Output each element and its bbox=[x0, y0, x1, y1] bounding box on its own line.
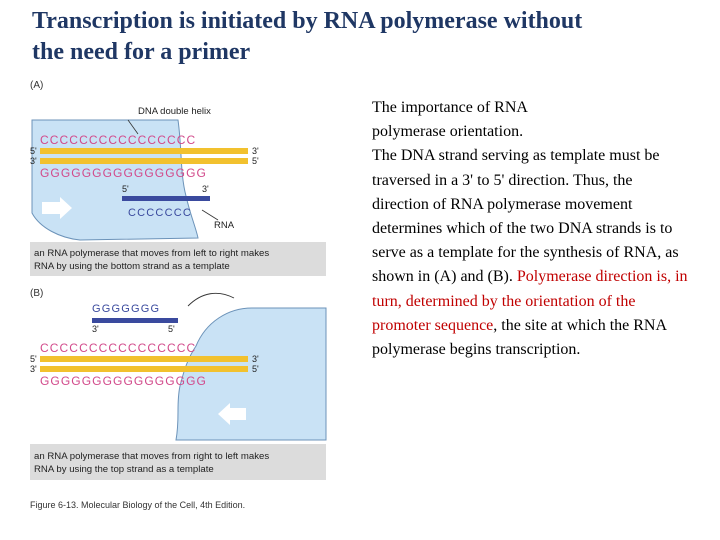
caption-b-line-1: an RNA polymerase that moves from right … bbox=[34, 451, 269, 462]
arrow-right-icon bbox=[42, 197, 72, 219]
title-line-1: Transcription is initiated by RNA polyme… bbox=[32, 8, 583, 34]
caption-a-line-1: an RNA polymerase that moves from left t… bbox=[34, 248, 269, 259]
prime-5-right-b: 5' bbox=[252, 364, 259, 374]
top-sequence-b: CCCCCCCCCCCCCCCC bbox=[40, 341, 196, 355]
panel-a-label: (A) bbox=[30, 80, 43, 91]
figure-diagram: (A) DNA double helix CCCCCCCCCCCCCCCC 5'… bbox=[30, 80, 327, 510]
paragraph-red-1: Polymerase direction is, in turn, determ… bbox=[372, 268, 688, 310]
top-strand-b bbox=[40, 356, 248, 362]
rna-pointer-b bbox=[187, 292, 235, 307]
rna-a-5prime: 5' bbox=[122, 184, 129, 194]
prime-3-right-a: 3' bbox=[252, 146, 259, 156]
promoter-sequence-term: promoter sequence bbox=[372, 316, 494, 334]
rna-strand-b bbox=[92, 318, 178, 323]
caption-b-line-2: RNA by using the top strand as a templat… bbox=[34, 464, 214, 475]
helix-label: DNA double helix bbox=[138, 106, 211, 117]
explanation-text: The importance of RNA polymerase orienta… bbox=[372, 96, 692, 362]
caption-b-box bbox=[30, 444, 326, 480]
heading-line-2: polymerase orientation. bbox=[372, 123, 524, 141]
rna-label-a: RNA bbox=[214, 220, 235, 231]
caption-a-line-2: RNA by using the bottom strand as a temp… bbox=[34, 261, 230, 272]
panel-b-label: (B) bbox=[30, 288, 43, 299]
rna-sequence-a: CCCCCCC bbox=[128, 207, 192, 219]
slide-title: Transcription is initiated by RNA polyme… bbox=[32, 6, 712, 68]
rna-b-3prime: 3' bbox=[92, 324, 99, 334]
bottom-sequence-b: GGGGGGGGGGGGGGGG bbox=[40, 374, 207, 388]
top-strand-a bbox=[40, 148, 248, 154]
bottom-strand-b bbox=[40, 366, 248, 372]
rna-strand-a bbox=[122, 196, 210, 201]
prime-3-left-b: 3' bbox=[30, 364, 37, 374]
paragraph-black: The DNA strand serving as template must … bbox=[372, 147, 679, 286]
prime-5-left-b: 5' bbox=[30, 354, 37, 364]
figure-credit: Figure 6-13. Molecular Biology of the Ce… bbox=[30, 500, 245, 510]
rna-pointer-a bbox=[201, 209, 219, 221]
heading-line-1: The importance of RNA bbox=[372, 99, 528, 116]
prime-3-left-a: 3' bbox=[30, 156, 37, 166]
top-sequence-a: CCCCCCCCCCCCCCCC bbox=[40, 133, 196, 147]
prime-5-right-a: 5' bbox=[252, 156, 259, 166]
arrow-left-icon bbox=[218, 403, 246, 425]
paragraph-end: , the site at which the RNA polymerase b… bbox=[372, 316, 667, 359]
transcription-figure: (A) DNA double helix CCCCCCCCCCCCCCCC 5'… bbox=[30, 78, 330, 518]
bottom-sequence-a: GGGGGGGGGGGGGGGG bbox=[40, 166, 207, 180]
title-line-2: the need for a primer bbox=[32, 39, 251, 65]
prime-3-right-b: 3' bbox=[252, 354, 259, 364]
helix-pointer bbox=[127, 119, 139, 135]
rna-b-5prime: 5' bbox=[168, 324, 175, 334]
rna-a-3prime: 3' bbox=[202, 184, 209, 194]
caption-a-box bbox=[30, 242, 326, 276]
rna-sequence-b: GGGGGGG bbox=[92, 303, 160, 315]
prime-5-left-a: 5' bbox=[30, 146, 37, 156]
bottom-strand-a bbox=[40, 158, 248, 164]
